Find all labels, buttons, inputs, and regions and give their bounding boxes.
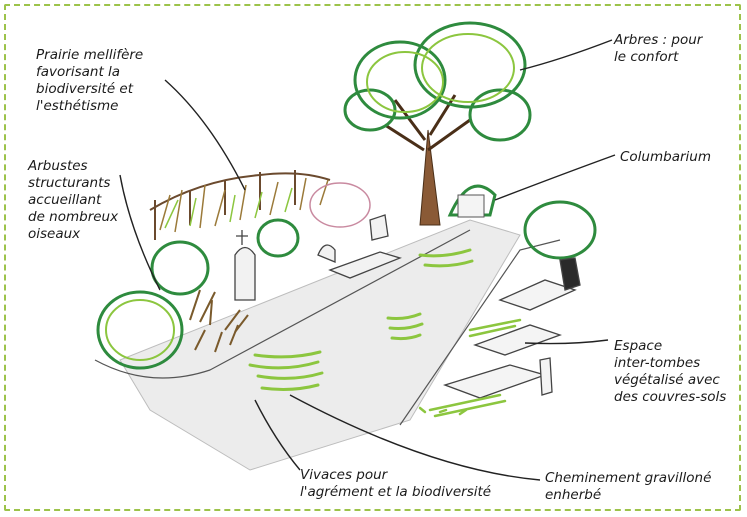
columbarium: [450, 186, 495, 217]
label-espace: Espace inter-tombes végétalisé avec des …: [614, 338, 726, 406]
label-prairie: Prairie mellifère favorisant la biodiver…: [36, 47, 143, 115]
label-columbarium: Columbarium: [620, 149, 711, 166]
meadow: [160, 178, 328, 232]
label-arbustes: Arbustes structurants accueillant de nom…: [28, 158, 118, 243]
label-vivaces: Vivaces pour l'agrément et la biodiversi…: [300, 467, 491, 501]
label-arbres: Arbres : pour le confort: [614, 32, 702, 66]
tree: [345, 23, 530, 225]
label-cheminement: Cheminement gravilloné enherbé: [545, 470, 711, 504]
